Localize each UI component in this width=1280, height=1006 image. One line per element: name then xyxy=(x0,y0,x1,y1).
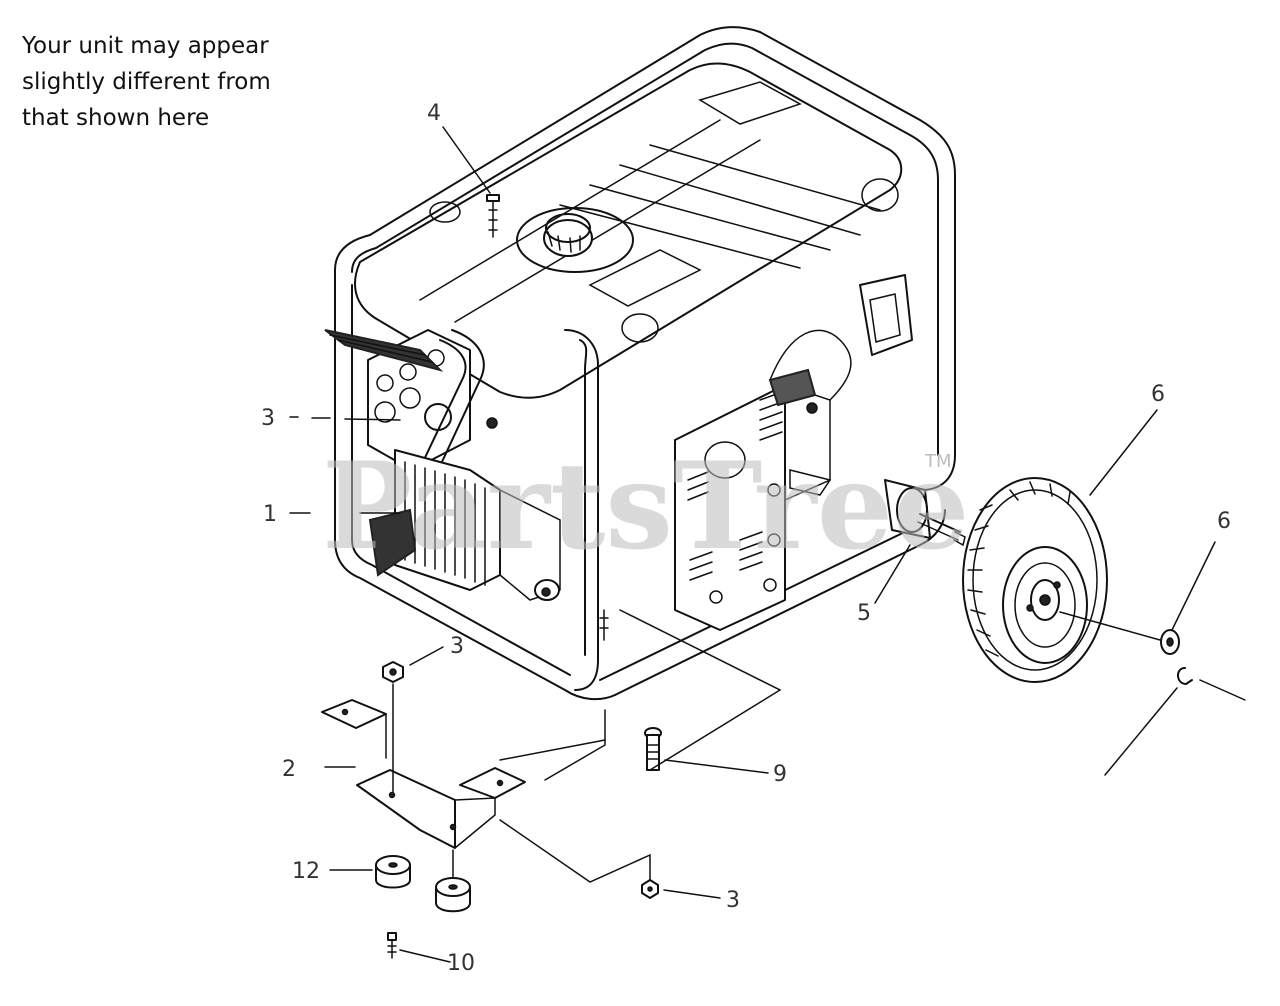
note-line-2: slightly different from xyxy=(22,69,271,95)
callout-6-tire: 6 xyxy=(1151,382,1165,407)
callout-4: 4 xyxy=(427,101,441,126)
watermark-tm: TM xyxy=(924,451,952,472)
callout-2: 2 xyxy=(282,757,296,782)
callout-5: 5 xyxy=(857,601,871,626)
callout-9: 9 xyxy=(773,762,787,787)
callout-6-washer: 6 xyxy=(1217,509,1231,534)
note-line-3: that shown here xyxy=(22,105,210,131)
callout-12: 12 xyxy=(292,859,320,884)
mount-bracket-drawing xyxy=(321,661,662,959)
partstree-watermark: PartsTree TM xyxy=(322,436,969,577)
callout-3-top-nut: 3 xyxy=(450,634,464,659)
note-line-1: Your unit may appear xyxy=(22,33,269,59)
callout-labels: 4 3 1 3 2 12 10 9 3 5 6 6 xyxy=(261,101,1231,976)
watermark-text: PartsTree xyxy=(322,436,969,577)
wheel-hardware xyxy=(1160,629,1193,685)
wheel-drawing xyxy=(962,477,1108,683)
generator-drawing xyxy=(324,26,966,701)
callout-3-lower: 3 xyxy=(726,888,740,913)
leader-lines xyxy=(289,126,1246,963)
callout-1: 1 xyxy=(263,502,277,527)
callout-10: 10 xyxy=(447,951,475,976)
disclaimer-note: Your unit may appear slightly different … xyxy=(22,28,312,136)
callout-3-upper: 3 xyxy=(261,406,275,431)
